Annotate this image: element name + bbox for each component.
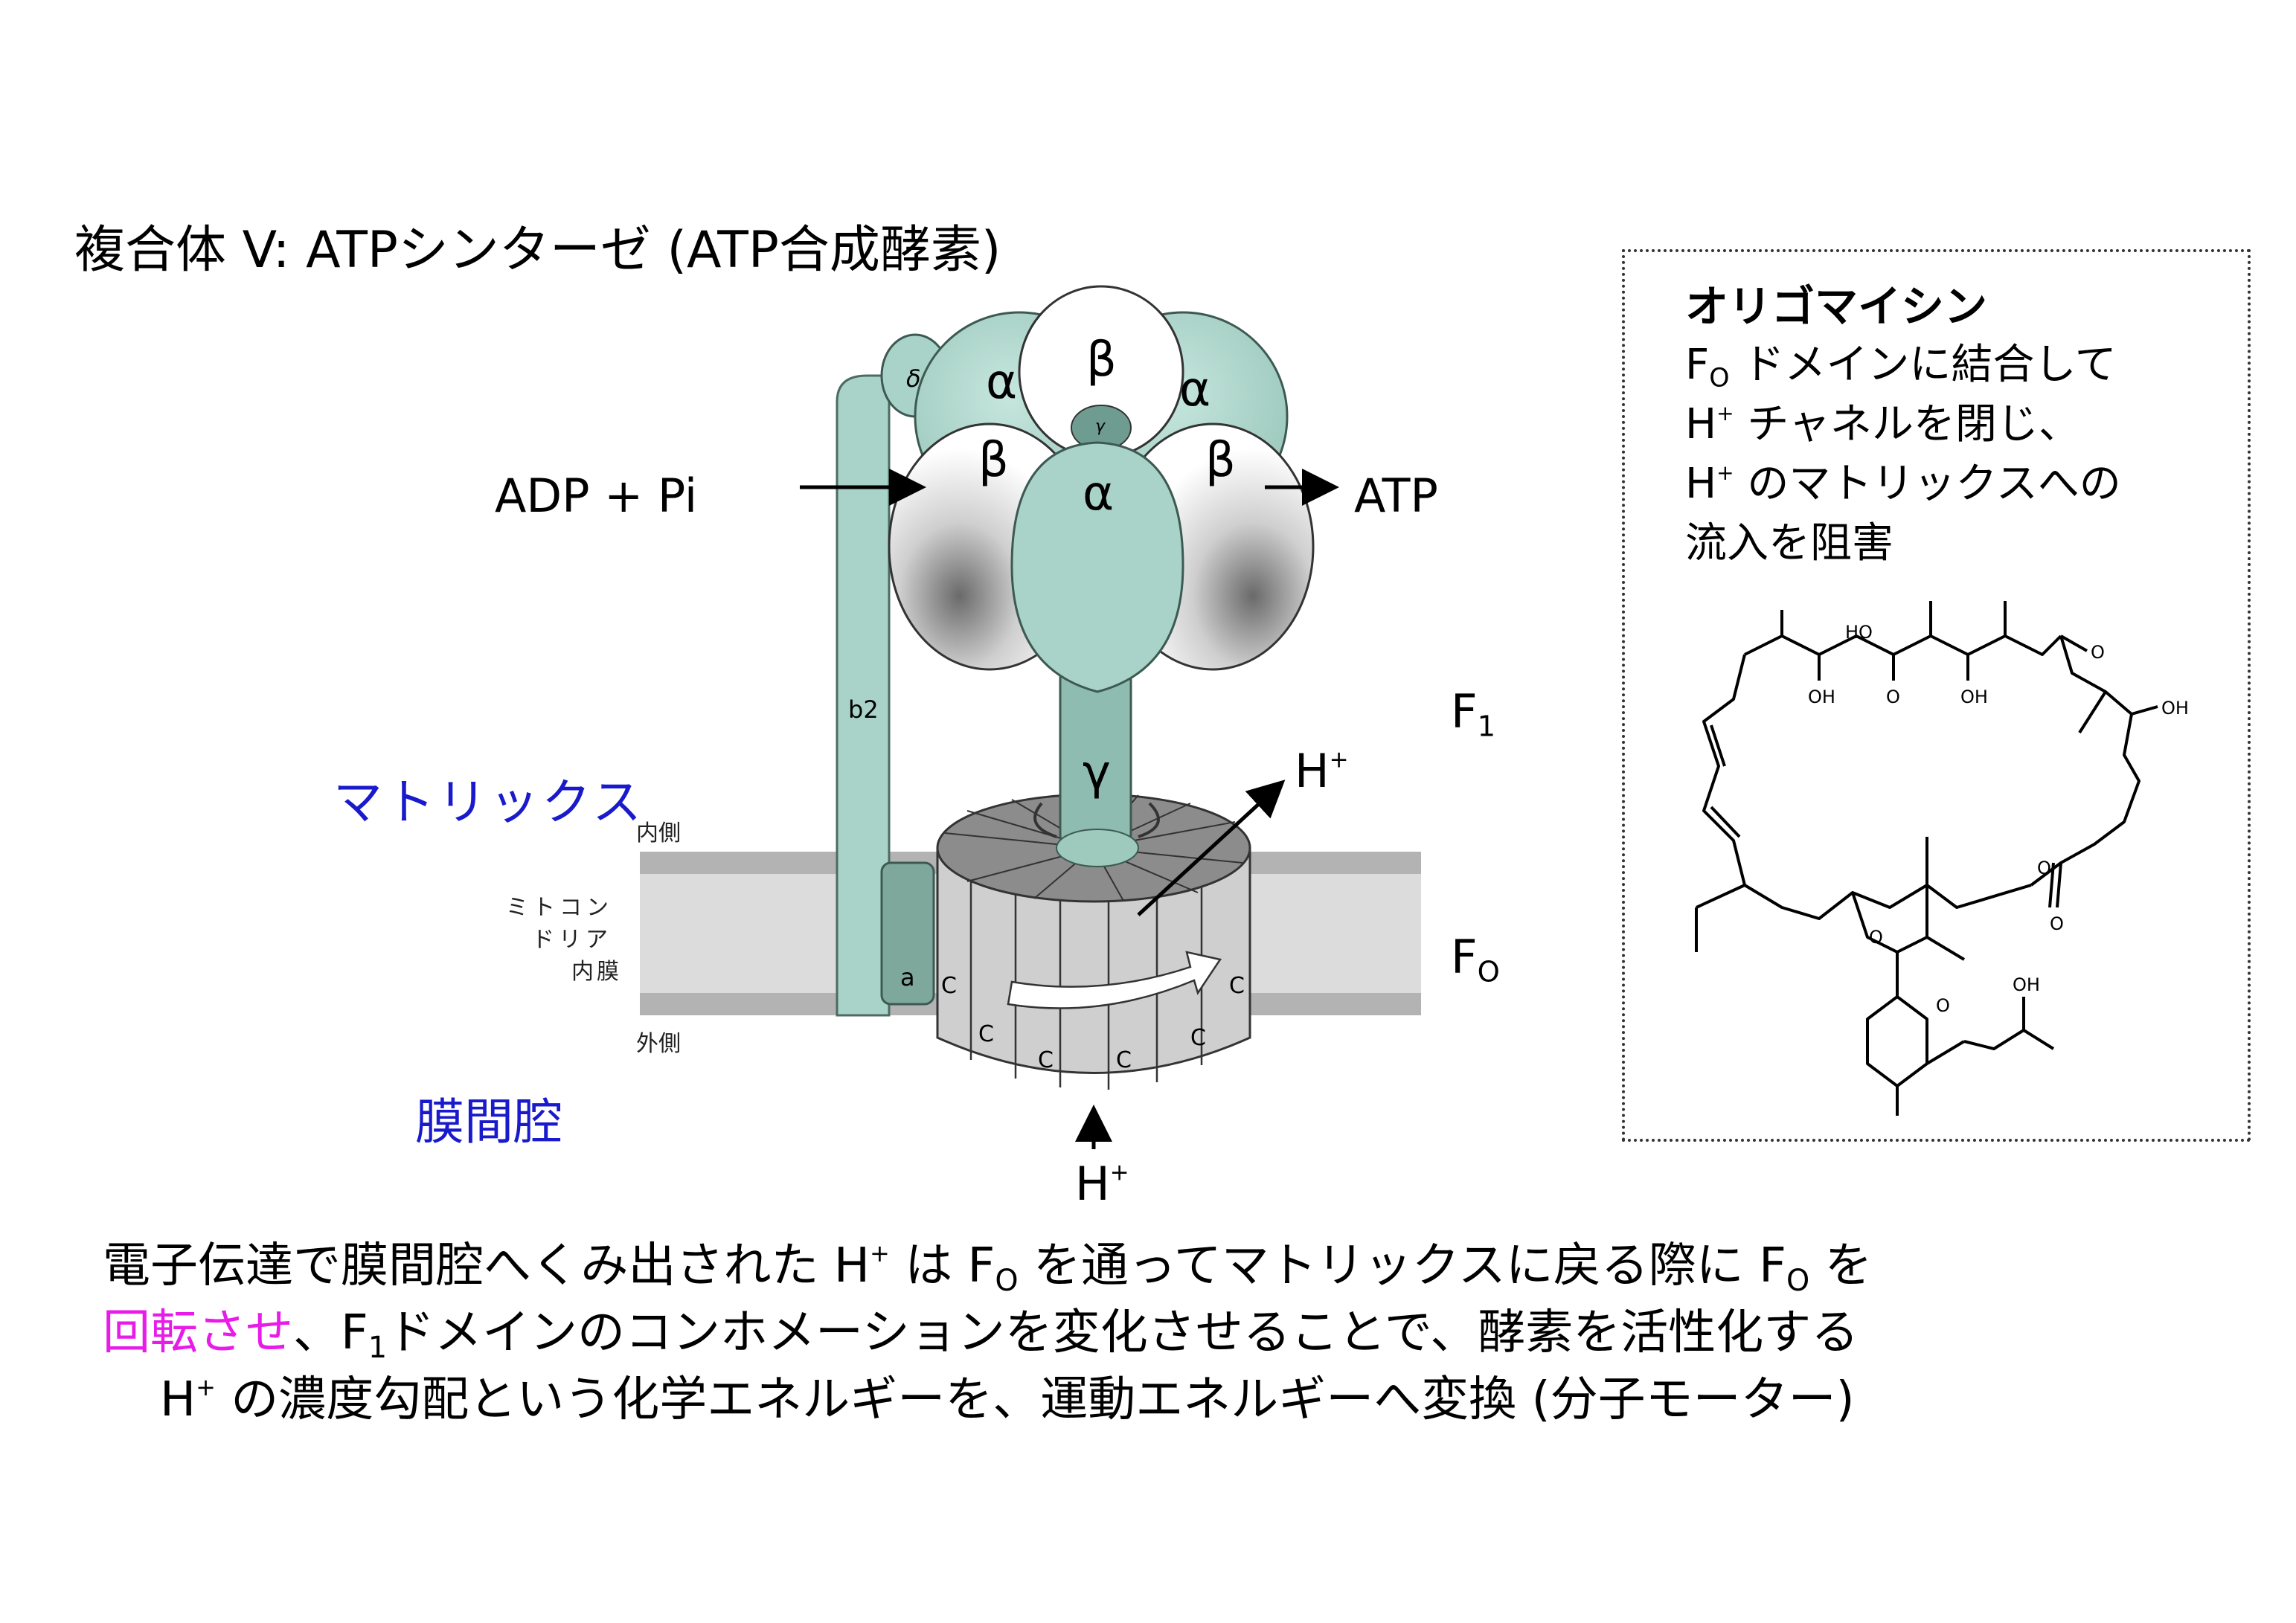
c-label-1: C bbox=[941, 973, 957, 999]
beta-label-right: β bbox=[1205, 433, 1236, 488]
c-label-6: C bbox=[1229, 973, 1245, 999]
f1-head bbox=[880, 285, 1315, 693]
atom-o-1: O bbox=[1886, 687, 1900, 707]
gamma-rotation-arrow-right bbox=[1138, 802, 1160, 838]
gamma-rotation-arrow-left bbox=[1033, 802, 1057, 838]
atom-o-2: O bbox=[2091, 642, 2105, 663]
beta-label-top: β bbox=[1086, 332, 1117, 388]
fo-label: FO bbox=[1451, 930, 1500, 989]
beta-label-left: β bbox=[978, 433, 1009, 488]
product-label: ATP bbox=[1354, 469, 1438, 523]
atom-o-carbonyl: O bbox=[2050, 913, 2064, 934]
page-title: 複合体 V: ATPシンターゼ (ATP合成酵素) bbox=[74, 221, 1001, 280]
proton-exit-label: H+ bbox=[1295, 744, 1349, 798]
atom-oh-1: OH bbox=[1808, 687, 1835, 707]
oligomycin-title: オリゴマイシン bbox=[1685, 281, 1988, 332]
c-label-3: C bbox=[1038, 1047, 1054, 1073]
intermembrane-space-label: 膜間腔 bbox=[415, 1093, 562, 1151]
panel-line-4: 流入を阻害 bbox=[1685, 519, 1893, 568]
delta-label: δ bbox=[906, 364, 921, 393]
alpha-label-center: α bbox=[1083, 466, 1114, 521]
c-label-4: C bbox=[1116, 1047, 1132, 1073]
ring-rotation-arrow bbox=[1007, 951, 1222, 1009]
atom-o-ring1: O bbox=[1869, 927, 1883, 948]
membrane-label-line3: 内膜 bbox=[571, 959, 622, 985]
atom-o-ring2: O bbox=[1936, 995, 1950, 1016]
summary-line-1: 電子伝達で膜間腔へくみ出された H+ は FO を通ってマトリックスに戻る際に … bbox=[103, 1238, 1873, 1298]
gamma-stalk bbox=[1033, 668, 1160, 867]
membrane-label-line2: ドリア bbox=[532, 927, 612, 953]
panel-line-3: H+ のマトリックスへの bbox=[1685, 460, 2121, 508]
panel-line-2: H+ チャネルを閉じ、 bbox=[1685, 400, 2080, 449]
substrate-label: ADP + Pi bbox=[495, 469, 698, 523]
atom-ho-top: HO bbox=[1845, 622, 1873, 643]
f1-label: F1 bbox=[1451, 684, 1496, 744]
b2-label: b2 bbox=[848, 695, 879, 724]
inner-side-label: 内側 bbox=[636, 820, 681, 846]
alpha-label-right: α bbox=[1179, 362, 1210, 417]
a-label: a bbox=[900, 963, 915, 992]
proton-exit-arrow bbox=[1137, 780, 1286, 916]
matrix-label: マトリックス bbox=[333, 774, 645, 831]
summary-line-2: 回転させ、F1ドメインのコンホメーションを変化させることで、酵素を活性化する bbox=[103, 1305, 1859, 1365]
atom-o-ester: O bbox=[2037, 858, 2051, 878]
outer-side-label: 外側 bbox=[636, 1031, 681, 1057]
c-label-2: C bbox=[978, 1021, 994, 1047]
gamma-label: γ bbox=[1083, 745, 1111, 800]
gamma-label-small: γ bbox=[1095, 417, 1106, 436]
atom-oh-4: OH bbox=[2013, 974, 2040, 995]
oligomycin-panel bbox=[1622, 249, 2251, 1142]
alpha-label-left: α bbox=[986, 355, 1017, 410]
panel-line-1: FO ドメインに結合して bbox=[1685, 341, 2117, 393]
membrane-label-line1: ミトコン bbox=[506, 895, 613, 921]
atom-oh-2: OH bbox=[1960, 687, 1988, 707]
atom-oh-3: OH bbox=[2161, 698, 2189, 719]
summary-line-3: H+ の濃度勾配という化学エネルギーを、運動エネルギーへ変換 (分子モーター) bbox=[160, 1372, 1855, 1427]
oligomycin-structure: HO OH O OH O OH O O O O OH bbox=[1695, 601, 2189, 1116]
c-label-5: C bbox=[1190, 1025, 1206, 1051]
a-subunit bbox=[880, 861, 935, 1006]
proton-entry-label: H+ bbox=[1075, 1157, 1129, 1211]
